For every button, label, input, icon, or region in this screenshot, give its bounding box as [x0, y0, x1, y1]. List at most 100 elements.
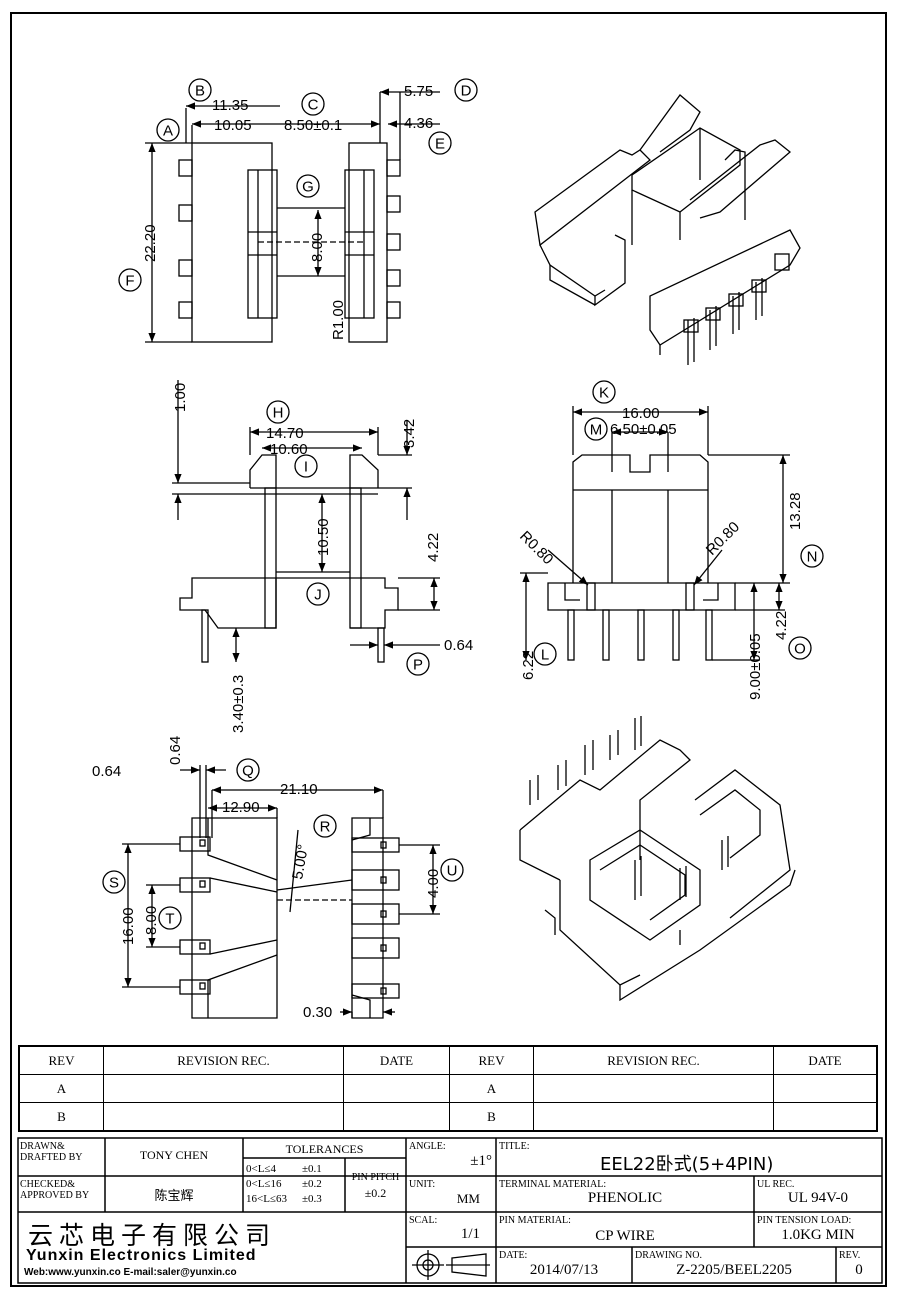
side-view: [520, 406, 790, 661]
dim-4-22: 4.22: [773, 611, 790, 640]
callout-letter-p: P: [413, 657, 423, 674]
callout-letter-d: D: [461, 83, 472, 100]
callout-letter-u: U: [447, 863, 458, 880]
callout-circle-o: [788, 636, 812, 660]
callout-letter-j: J: [314, 587, 322, 604]
title-label: TITLE:: [499, 1141, 530, 1152]
callout-circle-f: [118, 268, 142, 292]
callout-circle-e: [428, 131, 452, 155]
rev-header-cell: DATE: [774, 1047, 876, 1075]
callout-letter-b: B: [195, 83, 205, 100]
callout-circle-t: [158, 906, 182, 930]
dim-4-22: 4.22: [425, 533, 442, 562]
callout-circle-a: [156, 118, 180, 142]
dim-11-35: 11.35: [212, 97, 248, 114]
ul-rec-label: UL REC.: [757, 1179, 795, 1190]
projection-symbol-icon: [412, 1250, 490, 1280]
callout-letter-s: S: [109, 875, 119, 892]
tolerance-row: 0<L≤4 ±0.1: [246, 1162, 344, 1177]
callout-circle-d: [454, 78, 478, 102]
callout-letter-q: Q: [242, 763, 254, 780]
callout-letter-m: M: [590, 422, 603, 439]
dim-14-70: 14.70: [266, 425, 304, 442]
callout-letter-o: O: [794, 641, 806, 658]
rev-header-cell: DATE: [344, 1047, 450, 1075]
unit-value: MM: [456, 1191, 480, 1206]
dim-12-90: 12.90: [222, 799, 260, 816]
top-view-dims: 11.35 10.05 8.50±0.1 5.75 4.36 22.20 8.0…: [142, 83, 433, 340]
dim-3-42: 3.42: [401, 419, 418, 448]
callout-letter-c: C: [308, 97, 319, 114]
tolerance-value: ±0.3: [302, 1193, 322, 1205]
dim-0-64: 0.64: [444, 637, 473, 654]
checked-by-value: 陈宝辉: [154, 1189, 194, 1204]
rev-header-cell: REVISION REC.: [534, 1047, 774, 1075]
callout-letter-t: T: [165, 911, 174, 928]
callout-circle-q: [236, 758, 260, 782]
company-web: Web:www.yunxin.co E-mail:saler@yunxin.co: [24, 1267, 237, 1278]
callout-letter-f: F: [125, 273, 134, 290]
callout-circle-i: [294, 454, 318, 478]
front-view-dims: 1.00 14.70 10.60 3.42 10.50 4.22 0.64 3.…: [172, 383, 473, 733]
terminal-material-label: TERMINAL MATERIAL:: [499, 1179, 607, 1190]
rev-cell: [344, 1075, 450, 1103]
date-value: 2014/07/13: [529, 1262, 599, 1278]
rev-cell: B: [450, 1103, 534, 1130]
dim-0-30: 0.30: [303, 1004, 332, 1021]
callout-circle-p: [406, 652, 430, 676]
rev-cell: B: [20, 1103, 104, 1130]
scale-value: 1/1: [460, 1226, 480, 1242]
callout-letter-i: I: [304, 459, 308, 476]
dim-0-64-vertical: 0.64: [167, 736, 184, 765]
terminal-material-value: PHENOLIC: [587, 1190, 663, 1206]
rev-cell: A: [20, 1075, 104, 1103]
angle-label: ANGLE:: [409, 1141, 446, 1152]
dim-10-60: 10.60: [270, 441, 308, 458]
dim-0-64-horizontal: 0.64: [92, 763, 121, 780]
pin-tension-label: PIN TENSION LOAD:: [757, 1215, 852, 1226]
rev-cell: [534, 1103, 774, 1130]
dim-3-40: 3.40±0.3: [230, 675, 247, 733]
callout-circle-g: [296, 174, 320, 198]
dim-r1-00: R1.00: [330, 300, 347, 340]
rev-cell: A: [450, 1075, 534, 1103]
tolerance-range: 0<L≤16: [246, 1178, 282, 1190]
isometric-top: [534, 94, 801, 365]
tolerance-value: ±0.2: [302, 1178, 322, 1190]
rev-label: REV.: [839, 1250, 861, 1261]
rev-cell: [104, 1103, 344, 1130]
callout-letter-a: A: [163, 123, 173, 140]
callout-circle-k: [592, 380, 616, 404]
drawn-by-value: TONY CHEN: [139, 1148, 209, 1162]
dim-16-00: 16.00: [120, 907, 137, 945]
callout-circle-l: [533, 642, 557, 666]
callout-circle-b: [188, 78, 212, 102]
rev-header-cell: REVISION REC.: [104, 1047, 344, 1075]
dim-5-75: 5.75: [404, 83, 433, 100]
tolerance-value: ±0.1: [302, 1163, 322, 1175]
dim-6-50: 6.50±0.05: [610, 421, 677, 438]
tolerances-label: TOLERANCES: [285, 1142, 364, 1156]
tolerance-range: 0<L≤4: [246, 1163, 276, 1175]
rev-cell: [104, 1075, 344, 1103]
pin-material-label: PIN MATERIAL:: [499, 1215, 571, 1226]
company-name-en: Yunxin Electronics Limited: [26, 1247, 257, 1264]
dim-9-00: 9.00±0.05: [747, 633, 764, 700]
dim-5-00-deg: 5.00°: [289, 843, 312, 881]
drawn-by-label: DRAWN& DRAFTED BY: [20, 1141, 83, 1163]
rev-header-cell: REV: [450, 1047, 534, 1075]
bottom-view: [122, 765, 440, 1019]
callout-circle-n: [800, 544, 824, 568]
rev-cell: [774, 1075, 876, 1103]
callout-circle-c: [301, 92, 325, 116]
drawing-frame: [10, 12, 887, 1287]
pin-pitch-value: ±0.2: [364, 1186, 387, 1200]
callout-circle-u: [440, 858, 464, 882]
dim-16-00: 16.00: [622, 405, 660, 422]
date-label: DATE:: [499, 1250, 528, 1261]
callout-letter-l: L: [541, 647, 549, 664]
